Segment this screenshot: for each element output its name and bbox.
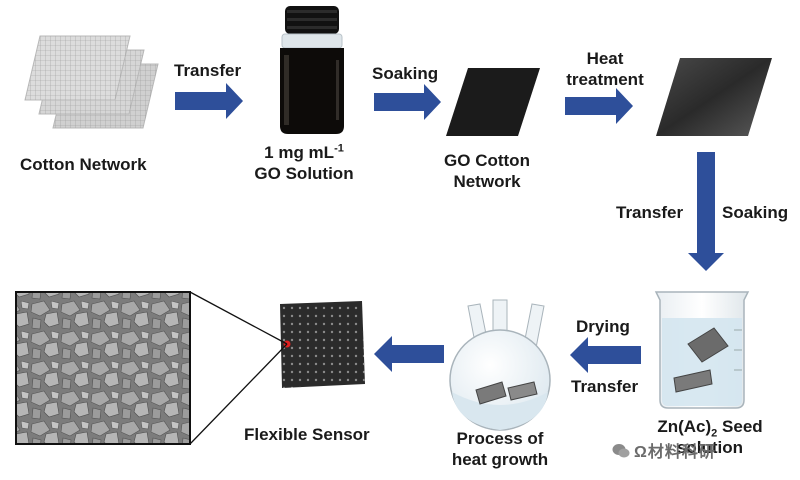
wechat-logo-icon [612,444,630,458]
label-seed-solution: Zn(Ac)2 Seed solution [646,416,774,458]
go-solution-conc: 1 mg mL [264,143,335,162]
label-flexible-sensor: Flexible Sensor [244,425,370,444]
arrow-heat-treatment [565,88,633,124]
label-go-cotton-network: GO Cotton Network [432,150,542,192]
cotton-network-image [24,35,159,129]
seed-sub: 2 [711,427,718,440]
arrow-soaking-1 [374,84,441,120]
label-go-solution: 1 mg mL-1 GO Solution [254,142,354,184]
watermark-text: Ω材料科研 [634,444,716,461]
label-soaking-1: Soaking [372,64,439,83]
label-transfer-3: Transfer [571,377,639,396]
process-line1: Process of [456,429,544,448]
go-solution-sup: -1 [334,142,344,155]
label-soaking-2: Soaking [722,203,789,222]
heat-treated-sheet [656,58,772,136]
label-drying: Drying [576,317,630,336]
go-cotton-sheet [446,68,540,136]
seed-line1b: Seed [717,417,763,436]
seed-solution-beaker [654,291,750,409]
heat-line1: Heat [586,49,624,68]
go-solution-vial [280,6,344,134]
seed-line2: solution [676,438,744,457]
go-cotton-line2: Network [453,172,521,191]
three-neck-flask [449,299,551,431]
label-transfer-1: Transfer [174,61,242,80]
arrow-drying-transfer [570,337,641,373]
zoom-line-top [189,291,288,345]
label-heat-treatment: Heat treatment [557,48,653,90]
heat-line2: treatment [566,70,644,89]
watermark: Ω材料科研 [612,438,716,462]
arrow-transfer-1 [175,83,243,119]
flexible-sensor-image [280,301,365,388]
zoom-line-bottom [189,343,288,445]
arrow-down [688,152,724,271]
label-cotton-network: Cotton Network [20,155,147,174]
label-transfer-2: Transfer [616,203,684,222]
process-line2: heat growth [451,450,549,469]
sem-micrograph-inset [15,291,191,445]
go-solution-name: GO Solution [254,164,354,183]
seed-line1a: Zn(Ac) [657,417,712,436]
go-cotton-line1: GO Cotton [444,151,530,170]
arrow-to-sensor [374,336,444,372]
label-process-heat-growth: Process of heat growth [444,428,556,470]
